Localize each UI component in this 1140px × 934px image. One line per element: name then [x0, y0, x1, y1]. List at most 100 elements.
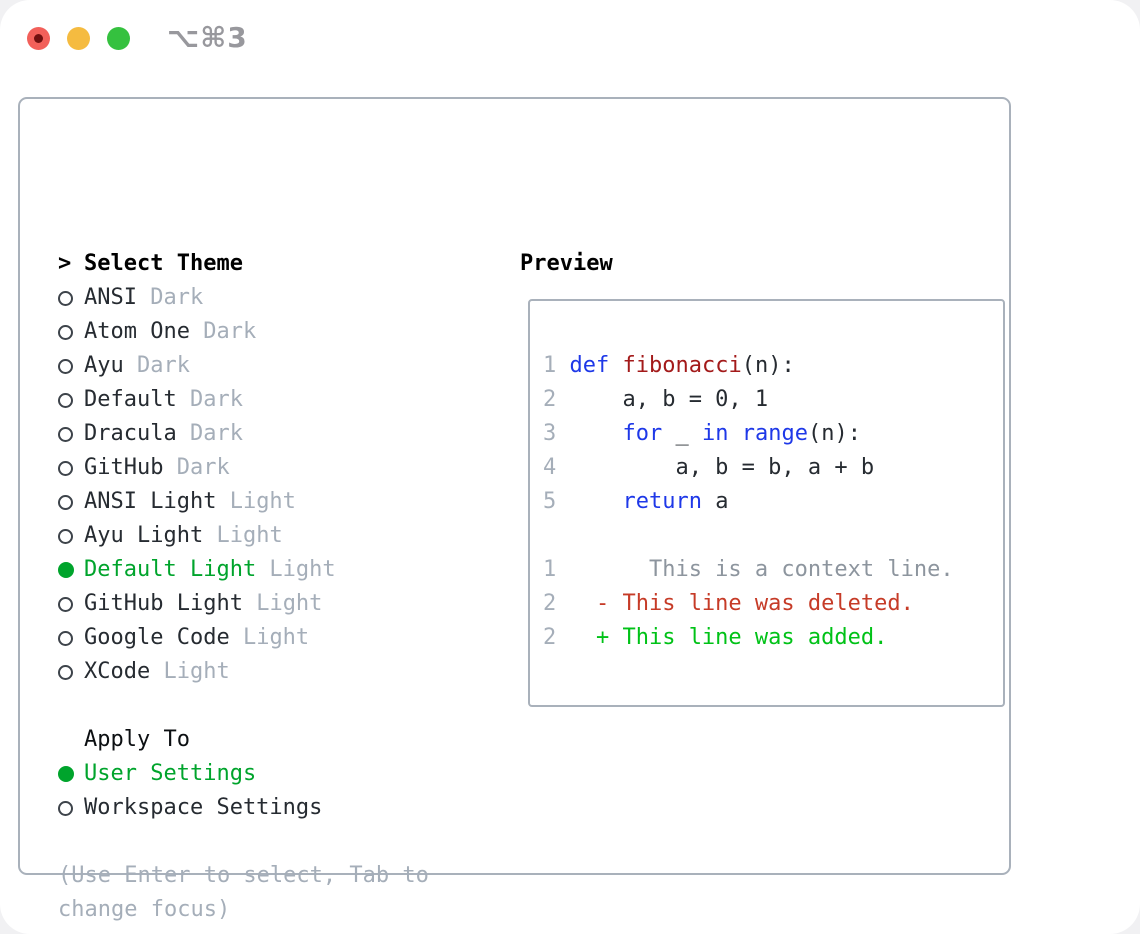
- variant-label: Dark: [189, 319, 257, 344]
- theme-option-ayu-light-light[interactable]: Ayu Light Light: [58, 519, 429, 553]
- radio-unselected-icon: [58, 426, 84, 442]
- code-line: 2 - This line was deleted.: [543, 587, 1003, 621]
- radio-unselected-icon: [58, 528, 84, 544]
- focus-caret-icon: >: [58, 251, 72, 276]
- code-line: 1 This is a context line.: [543, 553, 1003, 587]
- option-label: User Settings: [84, 761, 257, 786]
- radio-unselected-icon: [58, 392, 84, 408]
- code-token: a: [701, 489, 729, 514]
- code-token: This is a context line.: [569, 557, 954, 582]
- radio-unselected-icon: [58, 664, 84, 680]
- radio-unselected-icon: [58, 358, 84, 374]
- code-line: 2 + This line was added.: [543, 621, 1003, 655]
- option-label: Ayu: [84, 353, 124, 378]
- variant-label: Dark: [163, 455, 230, 480]
- spacer: [58, 689, 429, 723]
- theme-option-xcode-light[interactable]: XCode Light: [58, 655, 429, 689]
- code-token: + This line was added.: [569, 625, 888, 650]
- theme-option-github-dark[interactable]: GitHub Dark: [58, 451, 429, 485]
- line-number: 2: [543, 591, 557, 616]
- code-token: a, b = b, a + b: [569, 455, 875, 480]
- variant-label: Light: [216, 489, 296, 514]
- code-token: _: [662, 421, 702, 446]
- apply-option-workspace-settings[interactable]: Workspace Settings: [58, 791, 429, 825]
- code-token: [609, 353, 622, 378]
- theme-option-atom-one-dark[interactable]: Atom One Dark: [58, 315, 429, 349]
- line-number: 2: [543, 625, 557, 650]
- minimize-button[interactable]: [67, 27, 90, 50]
- theme-option-ansi-light-light[interactable]: ANSI Light Light: [58, 485, 429, 519]
- option-label: Google Code: [84, 625, 230, 650]
- hint-line-1: (Use Enter to select, Tab to: [58, 859, 429, 893]
- preview-title: Preview: [520, 251, 613, 276]
- option-label: Dracula: [84, 421, 177, 446]
- theme-option-ayu-dark[interactable]: Ayu Dark: [58, 349, 429, 383]
- option-label: Workspace Settings: [84, 795, 323, 820]
- theme-option-github-light-light[interactable]: GitHub Light Light: [58, 587, 429, 621]
- code-token: [728, 421, 741, 446]
- theme-option-ansi-dark[interactable]: ANSI Dark: [58, 281, 429, 315]
- theme-option-dracula-dark[interactable]: Dracula Dark: [58, 417, 429, 451]
- radio-unselected-icon: [58, 324, 84, 340]
- hint-line-2: change focus): [58, 893, 429, 927]
- code-token: return: [622, 489, 702, 514]
- theme-option-default-dark[interactable]: Default Dark: [58, 383, 429, 417]
- apply-to-title: Apply To: [84, 727, 190, 752]
- radio-unselected-icon: [58, 460, 84, 476]
- option-label: Ayu Light: [84, 523, 204, 548]
- code-token: [569, 421, 622, 446]
- spacer: [58, 825, 429, 859]
- select-theme-title: Select Theme: [84, 251, 243, 276]
- variant-label: Light: [242, 591, 323, 616]
- option-label: ANSI: [84, 285, 137, 310]
- code-token: def: [569, 353, 610, 378]
- radio-unselected-icon: [58, 494, 84, 510]
- code-token: in: [701, 421, 729, 446]
- radio-unselected-icon: [58, 630, 84, 646]
- code-token: range: [741, 421, 808, 446]
- variant-label: Light: [203, 523, 283, 548]
- option-label: Atom One: [84, 319, 190, 344]
- variant-label: Light: [150, 659, 230, 684]
- code-token: (n):: [807, 421, 861, 446]
- code-token: - This line was deleted.: [569, 591, 914, 616]
- code-line: 4 a, b = b, a + b: [543, 451, 1003, 485]
- option-label: GitHub: [84, 455, 164, 480]
- variant-label: Dark: [176, 421, 243, 446]
- option-label: Default: [84, 387, 177, 412]
- line-number: 3: [543, 421, 557, 446]
- variant-label: Light: [256, 557, 336, 582]
- variant-label: Dark: [123, 353, 190, 378]
- radio-unselected-icon: [58, 800, 84, 816]
- code-token: for: [622, 421, 663, 446]
- theme-option-default-light-light[interactable]: Default Light Light: [58, 553, 429, 587]
- radio-unselected-icon: [58, 290, 84, 306]
- radio-selected-icon: [58, 766, 84, 782]
- zoom-button[interactable]: [107, 27, 130, 50]
- option-label: XCode: [84, 659, 151, 684]
- code-token: [569, 489, 622, 514]
- option-label: Default Light: [84, 557, 257, 582]
- select-theme-header: > Select Theme: [58, 247, 429, 281]
- line-number: 1: [543, 557, 557, 582]
- window-shortcut-label: ⌥⌘3: [167, 21, 248, 54]
- variant-label: Dark: [136, 285, 204, 310]
- close-button[interactable]: [27, 27, 50, 50]
- code-line: [543, 519, 1003, 553]
- code-line: 3 for _ in range(n):: [543, 417, 1003, 451]
- code-line: 2 a, b = 0, 1: [543, 383, 1003, 417]
- line-number: 4: [543, 455, 557, 480]
- apply-to-header: Apply To: [58, 723, 429, 757]
- code-token: fibonacci: [622, 353, 742, 378]
- theme-option-google-code-light[interactable]: Google Code Light: [58, 621, 429, 655]
- variant-label: Light: [229, 625, 310, 650]
- apply-option-user-settings[interactable]: User Settings: [58, 757, 429, 791]
